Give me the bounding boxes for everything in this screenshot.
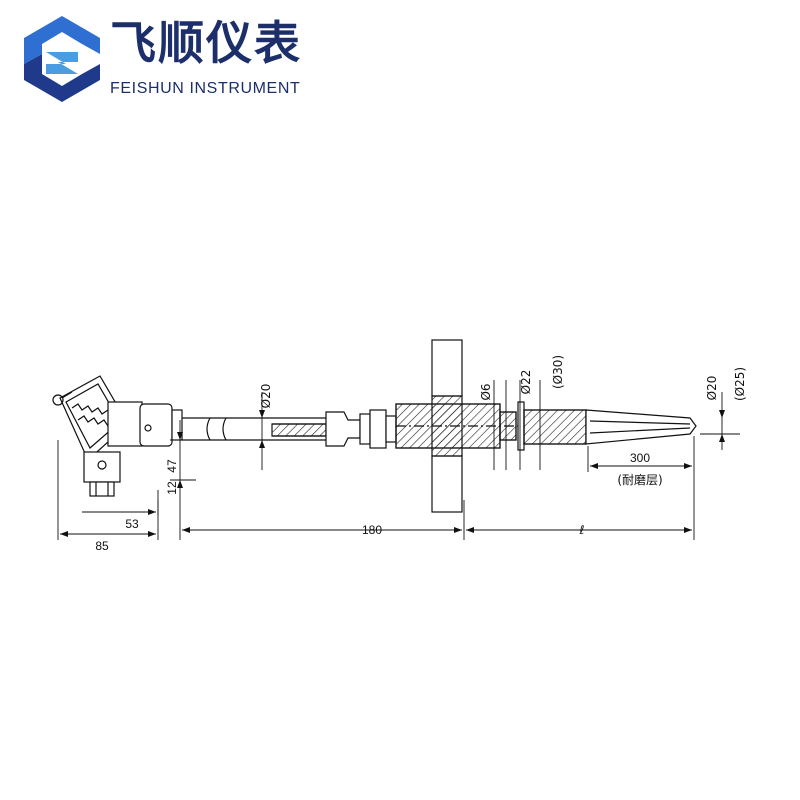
dim-extension-length: 180	[362, 523, 382, 537]
brand-name-english: FEISHUN INSTRUMENT	[110, 80, 301, 97]
dim-insertion-length: ℓ	[579, 523, 585, 537]
flange-assembly	[395, 339, 525, 513]
dim-flange-outer: (Ø30)	[551, 355, 565, 389]
dim-head-width: 85	[95, 539, 109, 553]
dim-head-offset: 53	[125, 517, 139, 531]
dimension-arrows	[60, 410, 725, 537]
protection-tube	[523, 409, 697, 445]
brand-logo-icon	[24, 16, 100, 102]
junction-head	[52, 375, 183, 497]
dim-neck-diameter: Ø20	[259, 384, 273, 409]
dim-wear-length: 300	[630, 451, 650, 465]
dim-head-low: 12	[165, 481, 179, 495]
dimension-lines	[57, 380, 740, 540]
extension-tube	[182, 409, 397, 449]
dim-tip-diameter: Ø20	[705, 376, 719, 401]
dim-flange-bore: Ø22	[519, 370, 533, 395]
dim-tip-outer: (Ø25)	[733, 367, 747, 401]
dim-wear-label: (耐磨层)	[617, 473, 662, 487]
dim-thread-diameter: Ø6	[479, 383, 493, 400]
brand-name-chinese: 飞顺仪表	[110, 16, 302, 70]
dim-head-height: 47	[165, 459, 179, 473]
